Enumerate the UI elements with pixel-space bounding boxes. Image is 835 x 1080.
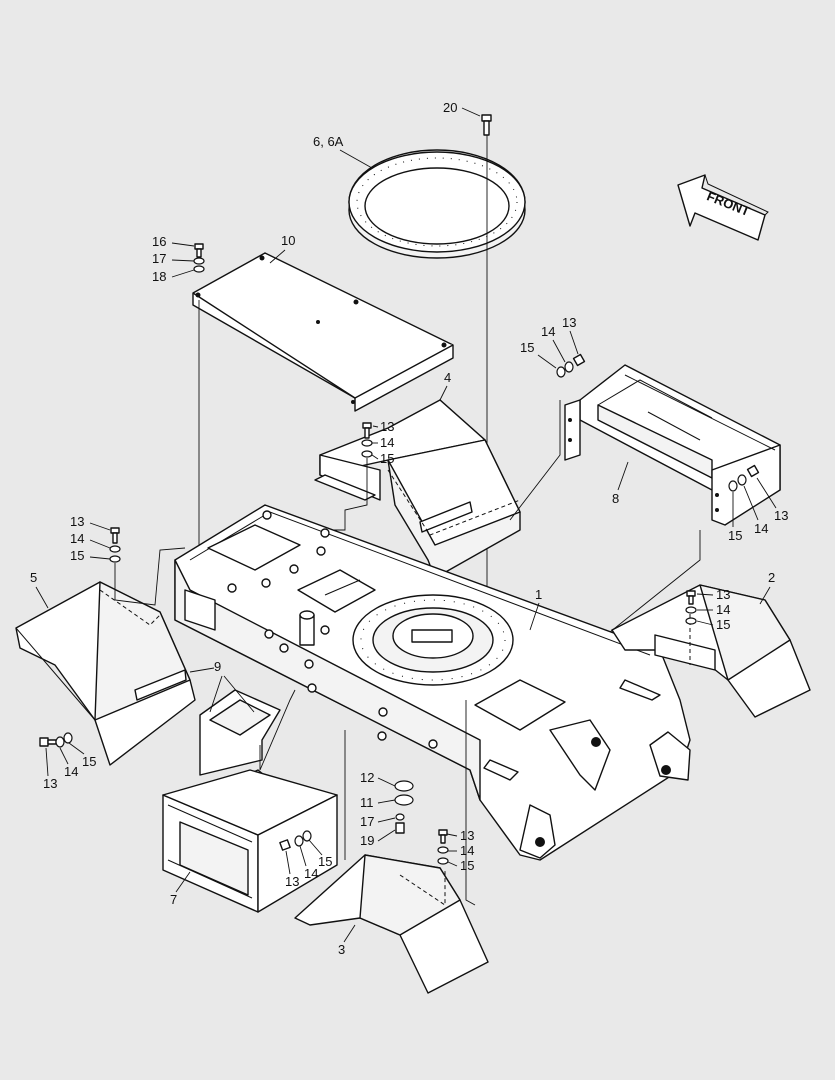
callout-15-cover3: 15 xyxy=(460,858,474,873)
callout-13-cover3: 13 xyxy=(460,828,474,843)
box-frame-7 xyxy=(162,769,338,913)
callout-labels: 20 6, 6A 10 16 17 18 4 13 14 15 14 13 15… xyxy=(30,100,788,957)
cover-4 xyxy=(314,399,521,579)
callout-1: 1 xyxy=(535,587,542,602)
callout-7: 7 xyxy=(170,892,177,907)
callout-6-6a: 6, 6A xyxy=(313,134,344,149)
callout-14-box8-side: 14 xyxy=(754,521,768,536)
bolt-13-left-icon xyxy=(39,732,73,748)
shim-11-12-icon xyxy=(394,780,414,834)
callout-15-box8-top: 15 xyxy=(520,340,534,355)
bolt-13-cover4-icon xyxy=(361,422,373,458)
callout-13-box8-top: 13 xyxy=(562,315,576,330)
callout-13-cover4: 13 xyxy=(380,419,394,434)
callout-16: 16 xyxy=(152,234,166,249)
bolt-13-box8-side-icon xyxy=(728,464,760,492)
bolt-20-icon xyxy=(481,114,492,136)
bolt-13-cover5-icon xyxy=(109,527,121,563)
callout-2: 2 xyxy=(768,570,775,585)
callout-4: 4 xyxy=(444,370,451,385)
callout-13-box7: 13 xyxy=(285,874,299,889)
slewing-ring-bearing xyxy=(348,149,526,259)
cover-2 xyxy=(611,584,811,718)
callout-9: 9 xyxy=(214,659,221,674)
cover-3 xyxy=(294,854,489,994)
callout-12: 12 xyxy=(360,770,374,785)
callout-13-cover2: 13 xyxy=(716,587,730,602)
callout-15-left: 15 xyxy=(82,754,96,769)
callout-14-cover3: 14 xyxy=(460,843,474,858)
bolt-13-box7-icon xyxy=(279,830,312,851)
callout-13-box8-side: 13 xyxy=(774,508,788,523)
callout-14-box7: 14 xyxy=(304,866,318,881)
callout-14-box8-top: 14 xyxy=(541,324,555,339)
callout-14-cover2: 14 xyxy=(716,602,730,617)
bolt-16-icon xyxy=(193,243,205,273)
front-direction-arrow: FRONT xyxy=(677,174,769,241)
callout-15-box8-side: 15 xyxy=(728,528,742,543)
cover-5 xyxy=(15,581,196,766)
callout-20: 20 xyxy=(443,100,457,115)
callout-3: 3 xyxy=(338,942,345,957)
callout-14-left: 14 xyxy=(64,764,78,779)
callout-17-top: 17 xyxy=(152,251,166,266)
callout-15-cover2: 15 xyxy=(716,617,730,632)
box-frame-8 xyxy=(564,364,781,526)
callout-10: 10 xyxy=(281,233,295,248)
callout-13-left: 13 xyxy=(43,776,57,791)
bolt-13-cover2-icon xyxy=(685,590,697,625)
callout-14-cover5: 14 xyxy=(70,531,84,546)
callout-15-cover5: 15 xyxy=(70,548,84,563)
callout-8: 8 xyxy=(612,491,619,506)
callout-18: 18 xyxy=(152,269,166,284)
main-frame-1 xyxy=(174,504,691,861)
callout-5: 5 xyxy=(30,570,37,585)
callout-17-bottom: 17 xyxy=(360,814,374,829)
callout-11: 11 xyxy=(360,795,374,810)
bolt-13-box8-top-icon xyxy=(556,353,586,378)
cover-plate-10 xyxy=(192,252,454,412)
bolt-13-cover3-icon xyxy=(437,829,449,865)
callout-19: 19 xyxy=(360,833,374,848)
callout-13-cover5: 13 xyxy=(70,514,84,529)
callout-15-cover4: 15 xyxy=(380,451,394,466)
callout-14-cover4: 14 xyxy=(380,435,394,450)
callout-15-box7: 15 xyxy=(318,854,332,869)
